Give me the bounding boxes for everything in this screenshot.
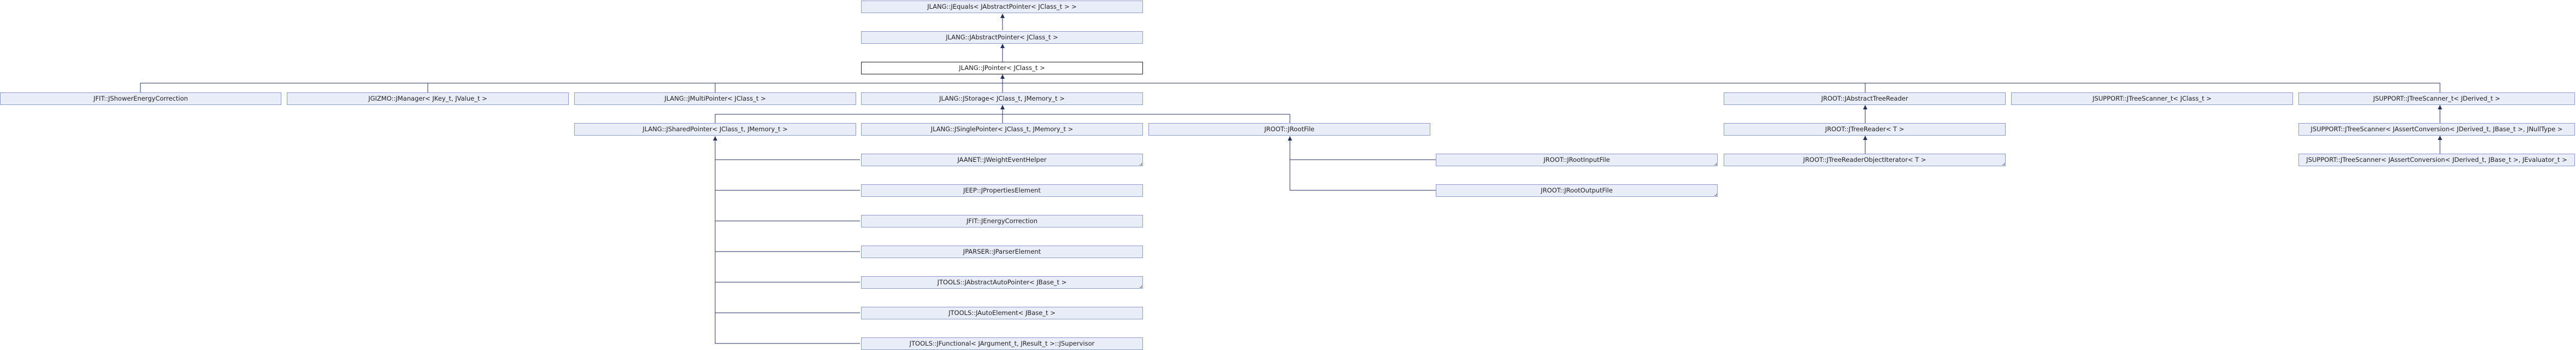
- node-label: JROOT::JRootInputFile: [1543, 156, 1610, 164]
- node-energycorr[interactable]: JFIT::JEnergyCorrection: [861, 215, 1143, 228]
- node-label: JTOOLS::JAutoElement< JBase_t >: [948, 309, 1056, 317]
- node-functional[interactable]: JTOOLS::JFunctional< JArgument_t, JResul…: [861, 337, 1143, 350]
- node-label: JLANG::JSinglePointer< JClass_t, JMemory…: [930, 125, 1074, 133]
- node-label: JSUPPORT::JTreeScanner< JAssertConversio…: [2310, 125, 2563, 133]
- node-sharedptr[interactable]: JLANG::JSharedPointer< JClass_t, JMemory…: [574, 123, 856, 136]
- node-label: JLANG::JPointer< JClass_t >: [959, 64, 1045, 72]
- node-rootinput[interactable]: JROOT::JRootInputFile: [1436, 154, 1718, 166]
- node-weight[interactable]: JAANET::JWeightEventHelper: [861, 154, 1143, 166]
- node-parserelem[interactable]: JPARSER::JParserElement: [861, 246, 1143, 258]
- node-label: JSUPPORT::JTreeScanner_t< JClass_t >: [2092, 95, 2212, 102]
- node-label: JROOT::JRootFile: [1264, 125, 1314, 133]
- node-label: JLANG::JMultiPointer< JClass_t >: [664, 95, 766, 102]
- node-multiptr[interactable]: JLANG::JMultiPointer< JClass_t >: [574, 92, 856, 105]
- node-storage[interactable]: JLANG::JStorage< JClass_t, JMemory_t >: [861, 92, 1143, 105]
- node-label: JROOT::JRootOutputFile: [1541, 186, 1613, 194]
- edge-abstracttree-pointer: [1003, 83, 1866, 92]
- node-label: JEEP::JPropertiesElement: [963, 186, 1041, 194]
- node-label: JFIT::JShowerEnergyCorrection: [93, 95, 188, 102]
- node-label: JLANG::JEquals< JAbstractPointer< JClass…: [927, 3, 1077, 10]
- node-treereader[interactable]: JROOT::JTreeReader< T >: [1724, 123, 2006, 136]
- node-treescanner-b[interactable]: JSUPPORT::JTreeScanner_t< JClass_t >: [2011, 92, 2293, 105]
- node-treescanner-d[interactable]: JSUPPORT::JTreeScanner_t< JDerived_t >: [2298, 92, 2575, 105]
- node-treescanner-conv[interactable]: JSUPPORT::JTreeScanner< JAssertConversio…: [2298, 123, 2575, 136]
- edge-functional-sharedptr: [713, 136, 860, 344]
- node-label: JLANG::JStorage< JClass_t, JMemory_t >: [939, 95, 1065, 102]
- node-label: JTOOLS::JAbstractAutoPointer< JBase_t >: [937, 278, 1067, 286]
- node-treescanner-eval[interactable]: JSUPPORT::JTreeScanner< JAssertConversio…: [2298, 154, 2575, 166]
- fold-mark: [1714, 163, 1717, 165]
- node-label: JSUPPORT::JTreeScanner_t< JDerived_t >: [2373, 95, 2501, 102]
- edge-shower-pointer: [140, 83, 1003, 92]
- node-abstracttree[interactable]: JROOT::JAbstractTreeReader: [1724, 92, 2006, 105]
- node-pointer-current[interactable]: JLANG::JPointer< JClass_t >: [861, 62, 1143, 74]
- node-equals[interactable]: JLANG::JEquals< JAbstractPointer< JClass…: [861, 1, 1143, 13]
- fold-mark: [1140, 163, 1142, 165]
- node-label: JROOT::JAbstractTreeReader: [1821, 95, 1908, 102]
- edge-rootoutput-rootfile: [1288, 136, 1436, 191]
- node-label: JPARSER::JParserElement: [963, 248, 1041, 255]
- node-treereaderiter[interactable]: JROOT::JTreeReaderObjectIterator< T >: [1724, 154, 2006, 166]
- node-label: JAANET::JWeightEventHelper: [957, 156, 1047, 164]
- node-label: JSUPPORT::JTreeScanner< JAssertConversio…: [2306, 156, 2567, 164]
- node-autoelem[interactable]: JTOOLS::JAutoElement< JBase_t >: [861, 307, 1143, 319]
- node-rootoutput[interactable]: JROOT::JRootOutputFile: [1436, 184, 1718, 197]
- node-rootfile[interactable]: JROOT::JRootFile: [1148, 123, 1430, 136]
- node-label: JLANG::JSharedPointer< JClass_t, JMemory…: [642, 125, 788, 133]
- node-label: JROOT::JTreeReader< T >: [1825, 125, 1905, 133]
- node-label: JFIT::JEnergyCorrection: [966, 217, 1038, 225]
- node-abstractptr[interactable]: JLANG::JAbstractPointer< JClass_t >: [861, 31, 1143, 44]
- fold-mark: [2002, 163, 2005, 165]
- fold-mark: [1714, 194, 1717, 196]
- node-propelem[interactable]: JEEP::JPropertiesElement: [861, 184, 1143, 197]
- node-gizmo[interactable]: JGIZMO::JManager< JKey_t, JValue_t >: [287, 92, 569, 105]
- node-label: JLANG::JAbstractPointer< JClass_t >: [946, 33, 1058, 41]
- fold-mark: [1140, 285, 1142, 288]
- node-shower[interactable]: JFIT::JShowerEnergyCorrection: [0, 92, 281, 105]
- edge-treescanner_d-pointer: [1865, 83, 2441, 92]
- node-label: JTOOLS::JFunctional< JArgument_t, JResul…: [909, 340, 1095, 347]
- node-label: JGIZMO::JManager< JKey_t, JValue_t >: [368, 95, 487, 102]
- node-label: JROOT::JTreeReaderObjectIterator< T >: [1803, 156, 1926, 164]
- node-abstractauto[interactable]: JTOOLS::JAbstractAutoPointer< JBase_t >: [861, 276, 1143, 289]
- node-singleptr[interactable]: JLANG::JSinglePointer< JClass_t, JMemory…: [861, 123, 1143, 136]
